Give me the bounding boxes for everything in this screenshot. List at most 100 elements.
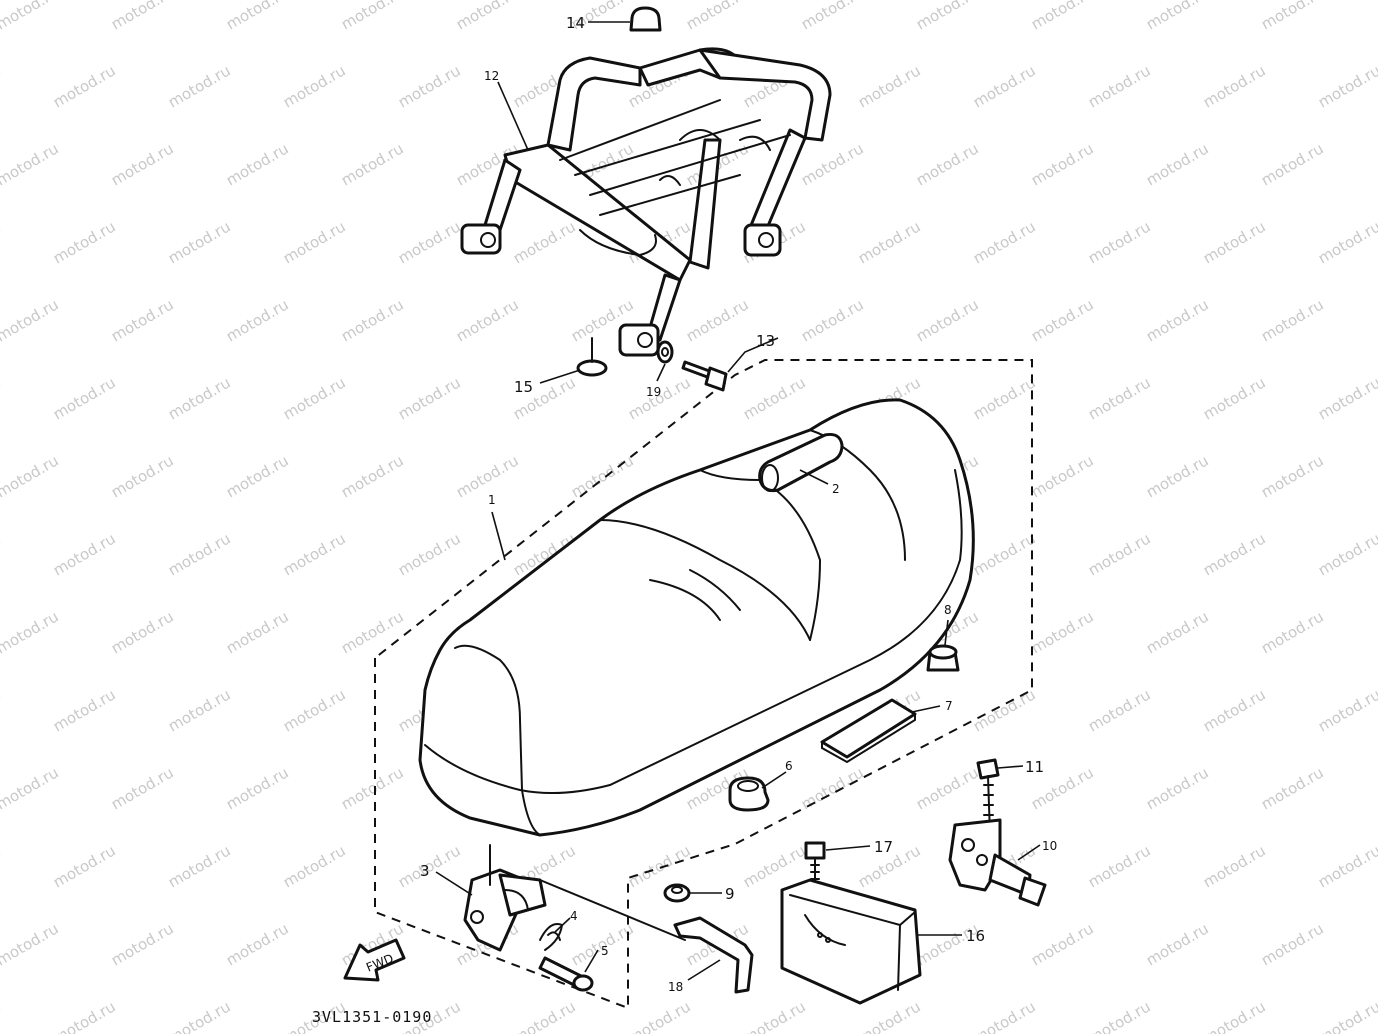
watermark-text: motod.ru (798, 0, 867, 33)
watermark-text: motod.ru (223, 919, 292, 969)
watermark-text: motod.ru (280, 529, 349, 579)
watermark-text: motod.ru (1315, 217, 1378, 267)
seat-lock-assy (948, 818, 1047, 907)
callout-10: 10 (1042, 839, 1057, 853)
watermark-text: motod.ru (798, 139, 867, 189)
callout-8: 8 (944, 603, 952, 617)
callout-3: 3 (420, 862, 430, 880)
watermark-text: motod.ru (1200, 685, 1269, 735)
seat-lock-bracket (463, 844, 686, 952)
callout-1: 1 (488, 493, 496, 507)
watermark-text: motod.ru (223, 0, 292, 33)
watermark-text: motod.ru (1028, 0, 1097, 33)
watermark-text: motod.ru (165, 529, 234, 579)
watermark-text: motod.ru (1028, 139, 1097, 189)
cap-nut (629, 6, 662, 32)
watermark-text: motod.ru (970, 529, 1039, 579)
washer (656, 340, 674, 364)
callout-4: 4 (570, 909, 578, 923)
watermark-text: motod.ru (970, 373, 1039, 423)
watermark-text: motod.ru (1028, 451, 1097, 501)
watermark-text: motod.ru (0, 607, 62, 657)
watermark-text: motod.ru (0, 451, 62, 501)
callout-17: 17 (874, 838, 893, 856)
callout-6: 6 (785, 759, 793, 773)
watermark-text: motod.ru (970, 217, 1039, 267)
watermark-text: motod.ru (0, 217, 4, 267)
watermark-text: motod.ru (108, 763, 177, 813)
callouts: 14 12 13 15 19 1 2 8 7 6 11 10 17 3 4 5 … (420, 14, 1057, 994)
watermark-text: motod.ru (0, 841, 4, 891)
callout-11: 11 (1025, 758, 1044, 776)
watermark-text: motod.ru (1315, 841, 1378, 891)
callout-13: 13 (756, 332, 775, 350)
watermark-text: motod.ru (108, 451, 177, 501)
watermark-text: motod.ru (50, 997, 119, 1034)
watermark-text: motod.ru (0, 295, 62, 345)
watermark-text: motod.ru (1085, 685, 1154, 735)
watermark-text: motod.ru (1258, 0, 1327, 33)
watermark-text: motod.ru (165, 841, 234, 891)
watermark-text: motod.ru (338, 295, 407, 345)
watermark-text: motod.ru (50, 61, 119, 111)
callout-2: 2 (832, 482, 840, 496)
watermark-text: motod.ru (1085, 997, 1154, 1034)
watermark-text: motod.ru (395, 217, 464, 267)
watermark-text: motod.ru (625, 997, 694, 1034)
watermark-text: motod.ru (1143, 139, 1212, 189)
watermark-text: motod.ru (338, 607, 407, 657)
callout-19: 19 (646, 385, 661, 399)
watermark-text: motod.ru (683, 295, 752, 345)
forward-arrow-icon: FWD (343, 938, 406, 982)
watermark-text: motod.ru (1028, 607, 1097, 657)
watermark-text: motod.ru (913, 763, 982, 813)
bolt-13 (681, 360, 728, 392)
watermark-text: motod.ru (1315, 61, 1378, 111)
nut-15 (576, 337, 608, 377)
watermark-text: motod.ru (1258, 763, 1327, 813)
seat-pad (820, 698, 917, 764)
watermark-text: motod.ru (165, 685, 234, 735)
watermark-text: motod.ru (338, 763, 407, 813)
watermark-text: motod.ru (1315, 529, 1378, 579)
watermark-text: motod.ru (50, 685, 119, 735)
watermark-text: motod.ru (970, 997, 1039, 1034)
carrier-rack (460, 47, 832, 357)
watermark-text: motod.ru (510, 217, 579, 267)
watermark-text: motod.ru (1143, 0, 1212, 33)
watermark-text: motod.ru (1085, 61, 1154, 111)
watermark-text: motod.ru (625, 841, 694, 891)
hinge-pin (538, 956, 594, 992)
damper-6 (728, 776, 770, 812)
watermark-text: motod.ru (0, 139, 62, 189)
callout-16: 16 (966, 927, 985, 945)
watermark-text: motod.ru (0, 685, 4, 735)
watermark-text: motod.ru (1085, 529, 1154, 579)
watermark-text: motod.ru (913, 295, 982, 345)
watermark-text: motod.ru (1143, 919, 1212, 969)
watermark-text: motod.ru (1085, 217, 1154, 267)
watermark-text: motod.ru (740, 373, 809, 423)
watermark-text: motod.ru (0, 0, 62, 33)
tool-box (780, 878, 922, 1005)
watermark-text: motod.ru (50, 841, 119, 891)
watermark-text: motod.ru (280, 685, 349, 735)
watermark-text: motod.ru (165, 61, 234, 111)
watermark-text: motod.ru (1200, 61, 1269, 111)
watermark-text: motod.ru (50, 217, 119, 267)
watermark-text: motod.ru (338, 0, 407, 33)
watermark-text: motod.ru (50, 373, 119, 423)
watermark-text: motod.ru (280, 841, 349, 891)
bolt-11 (976, 758, 1000, 836)
watermark-text: motod.ru (855, 997, 924, 1034)
watermark-text: motod.ru (223, 451, 292, 501)
nut-9 (663, 883, 691, 903)
watermark-text: motod.ru (0, 529, 4, 579)
watermark-text: motod.ru (280, 217, 349, 267)
watermark-text: motod.ru (223, 763, 292, 813)
watermark-text: motod.ru (1258, 295, 1327, 345)
watermark-text: motod.ru (0, 373, 4, 423)
watermark-text: motod.ru (280, 373, 349, 423)
watermark-text: motod.ru (1085, 373, 1154, 423)
